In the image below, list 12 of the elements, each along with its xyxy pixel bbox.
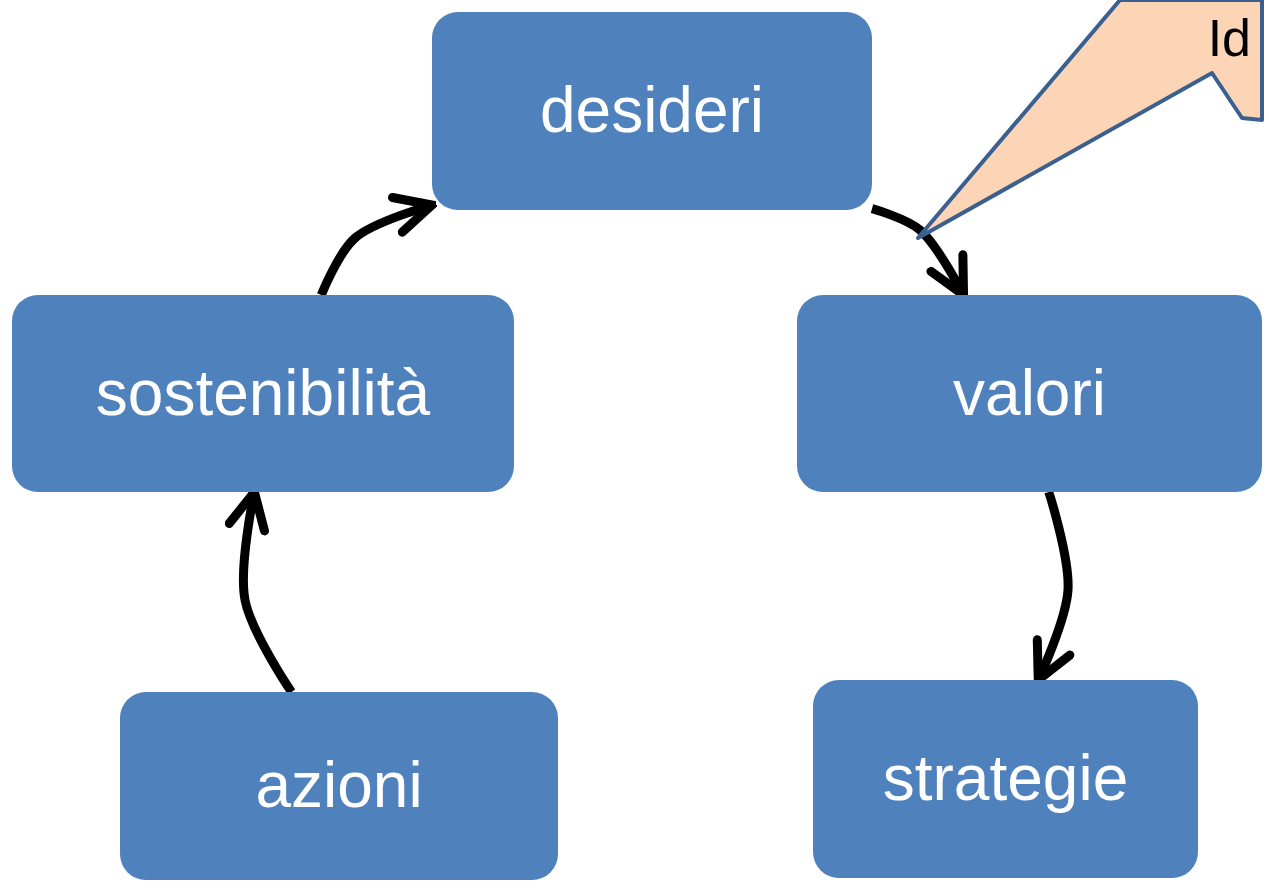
process-box xyxy=(120,692,558,880)
arrow xyxy=(317,193,437,297)
box-label: sostenibilità xyxy=(95,359,431,428)
box-label: valori xyxy=(953,359,1106,428)
box-label: desideri xyxy=(539,77,765,145)
process-box xyxy=(813,680,1198,878)
process-box xyxy=(12,295,514,492)
callout-text: Id xyxy=(1207,8,1251,68)
box-label: strategie xyxy=(882,745,1129,813)
process-box xyxy=(432,12,872,210)
process-box xyxy=(797,295,1262,492)
box-label: azioni xyxy=(255,752,423,820)
